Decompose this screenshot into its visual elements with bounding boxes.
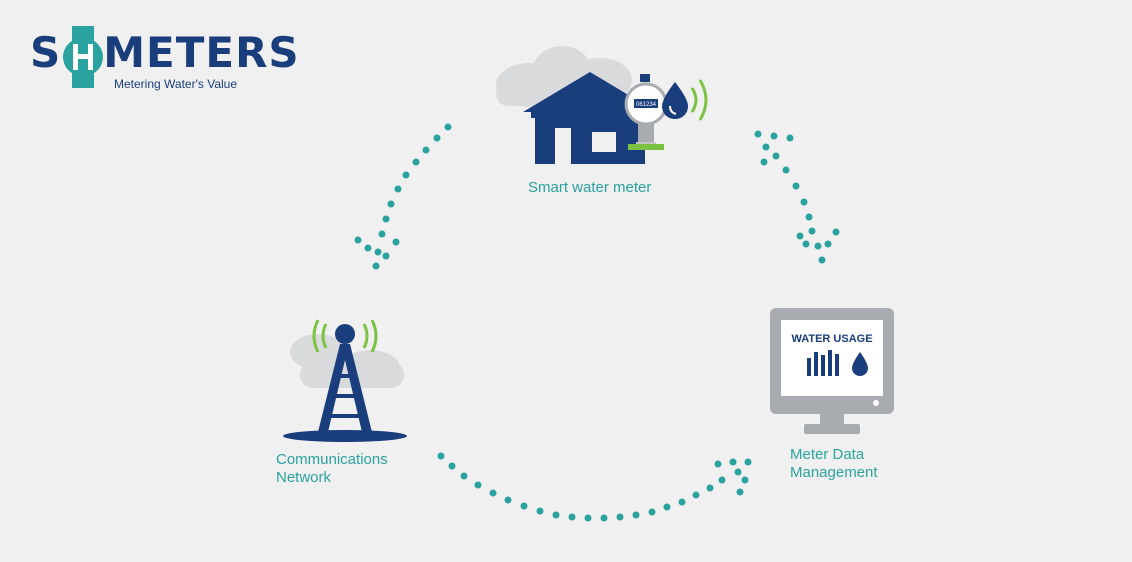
monitor-icon (770, 308, 894, 434)
logo-letter-s: S (30, 28, 62, 77)
water-meter-icon: 061234 (624, 74, 668, 150)
screen-water-drop-icon (852, 352, 868, 376)
mdm-label: Meter Data Management (790, 446, 878, 482)
cloud-icon (496, 46, 632, 107)
meter-reading: 061234 (636, 102, 657, 108)
network-label: Communications Network (276, 451, 388, 487)
mdm-label-line2: Management (790, 464, 878, 481)
logo-tagline: Metering Water's Value (114, 77, 238, 91)
arrow-mdm-to-network (437, 452, 752, 522)
arrow-network-to-meter (354, 123, 452, 270)
bar-graph-icon (807, 350, 839, 376)
monitor-node: WATER USAGE (770, 308, 894, 434)
network-node (283, 319, 407, 442)
network-label-line2: Network (276, 469, 332, 486)
logo-brand-rest: METERS (103, 28, 300, 77)
network-label-line1: Communications (276, 451, 388, 468)
screen-title: WATER USAGE (791, 333, 872, 345)
smart-meter-node: 061234 (496, 46, 708, 164)
cloud-icon (290, 334, 404, 388)
mdm-label-line1: Meter Data (790, 446, 865, 463)
arrow-meter-to-mdm (754, 130, 840, 264)
transmission-tower-icon (283, 324, 407, 442)
signal-waves-icon (312, 319, 378, 353)
water-drop-icon (662, 82, 688, 119)
smart-meter-label: Smart water meter (528, 179, 652, 196)
signal-waves-icon (690, 79, 708, 121)
logo-wordmark: S METERS (30, 28, 300, 77)
house-icon (523, 72, 657, 164)
